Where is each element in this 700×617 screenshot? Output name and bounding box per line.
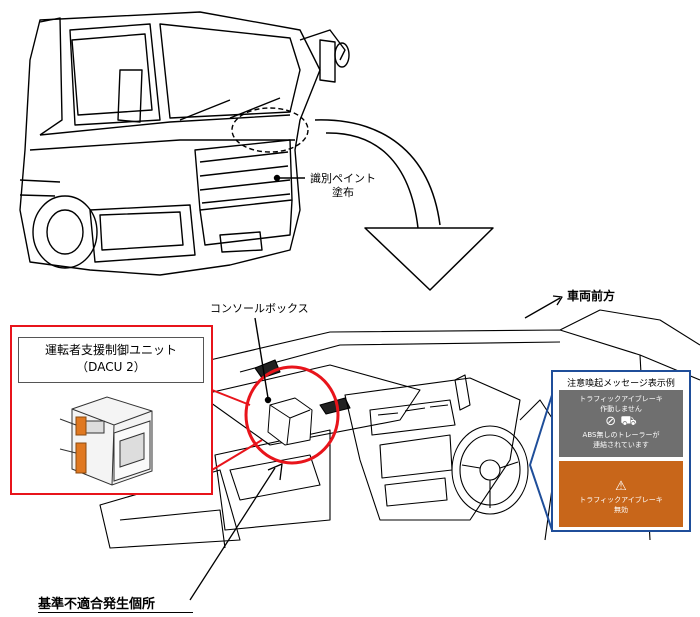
paint-mark-text: 識別ペイント 塗布 xyxy=(310,172,376,199)
dacu-title-box: 運転者支援制御ユニット （DACU 2） xyxy=(18,337,204,383)
paint-mark-label: 識別ペイント 塗布 xyxy=(310,172,376,200)
message2-line1: トラフィックアイブレーキ xyxy=(579,496,663,504)
dacu-title: 運転者支援制御ユニット xyxy=(44,343,177,357)
nonconformity-location-label: 基準不適合発生個所 xyxy=(38,593,194,613)
message-panel-title: 注意喚起メッセージ表示例 xyxy=(567,379,675,389)
dacu-location-circle xyxy=(244,365,340,465)
brake-warning-icon: ⚠ xyxy=(615,479,627,494)
vehicle-front-label: 車両前方 xyxy=(567,289,616,303)
detail-dashed-circle xyxy=(231,107,309,153)
message-traffic-eye-disabled: ⚠ トラフィックアイブレーキ 無効 xyxy=(559,461,683,527)
dacu-detail-box: 運転者支援制御ユニット （DACU 2） xyxy=(10,325,213,495)
no-abs-trailer-icon: ⊘ ⛟ xyxy=(605,414,637,429)
message1-line3: ABS無しのトレーラーが xyxy=(582,431,660,439)
dacu-unit-illustration xyxy=(59,396,153,486)
dacu-unit-small xyxy=(267,397,313,446)
message1-line1: トラフィックアイブレーキ xyxy=(579,395,663,403)
message1-line2: 作動しません xyxy=(600,405,642,413)
message2-line2: 無効 xyxy=(614,506,628,514)
dacu-subtitle: （DACU 2） xyxy=(76,360,146,374)
warning-message-panel: 注意喚起メッセージ表示例 トラフィックアイブレーキ 作動しません ⊘ ⛟ ABS… xyxy=(551,370,691,532)
nonconformity-leader xyxy=(189,467,276,601)
console-box-label: コンソールボックス xyxy=(210,302,309,315)
message-traffic-eye-inactive: トラフィックアイブレーキ 作動しません ⊘ ⛟ ABS無しのトレーラーが 連結さ… xyxy=(559,390,683,457)
vehicle-front-arrow xyxy=(524,297,561,319)
truck-cab-drawing xyxy=(19,11,350,276)
zoom-arrow xyxy=(314,119,494,291)
message1-line4: 連結されています xyxy=(593,441,649,449)
